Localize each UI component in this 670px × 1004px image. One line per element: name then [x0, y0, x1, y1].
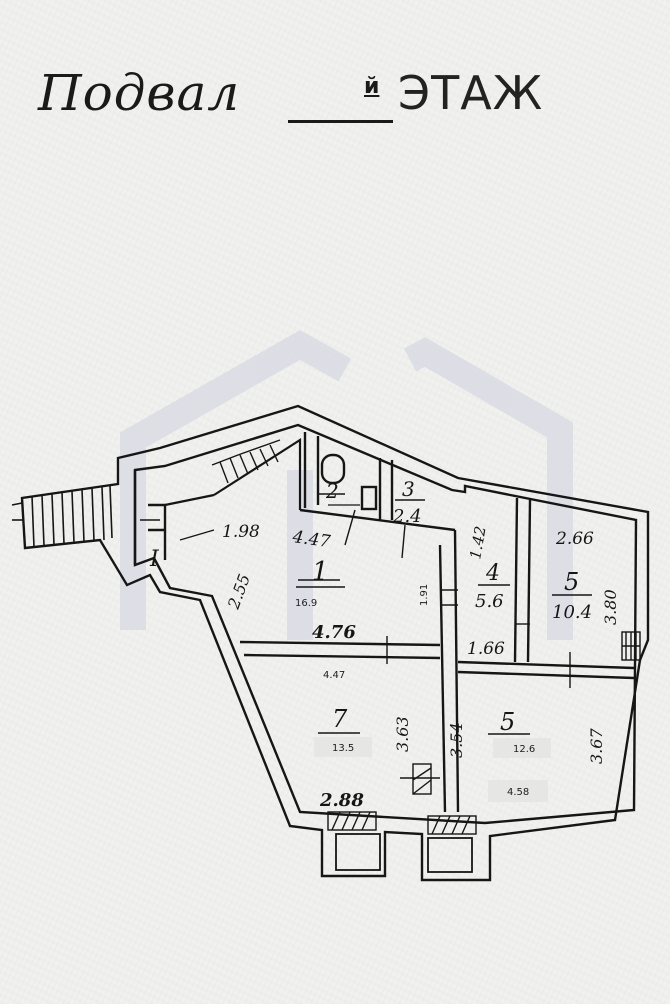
room-2-number: 2 — [325, 479, 339, 503]
title-suffix: й — [364, 74, 380, 99]
dimension-labels: 1.98 4.47 2.55 1.91 4.76 4.47 3.63 2.88 … — [222, 522, 620, 811]
room-labels: 1 16.9 2 3 2.4 4 5.6 5 10.4 5 12.6 7 13.… — [149, 477, 592, 758]
room-5-south-area: 12.6 — [513, 744, 535, 755]
room-7-area: 13.5 — [332, 743, 354, 754]
light-well-left — [335, 833, 381, 871]
dim-3-63: 3.63 — [393, 716, 412, 752]
room-5-south-number: 5 — [500, 708, 515, 736]
dim-4-76: 4.76 — [312, 622, 356, 643]
light-well-right — [427, 837, 473, 873]
dim-1-98: 1.98 — [222, 522, 260, 542]
room-5-south-area-box — [493, 738, 551, 758]
plan-walls — [11, 404, 650, 882]
room-1-number: 1 — [312, 557, 329, 587]
room-5-north-area: 10.4 — [552, 602, 592, 623]
room-7-number: 7 — [332, 705, 348, 733]
entrance-stairs — [11, 483, 119, 549]
room-3-number: 3 — [402, 477, 415, 501]
dim-3-67: 3.67 — [587, 728, 606, 764]
room-1-area: 16.9 — [295, 598, 317, 609]
dim-1-42: 1.42 — [466, 525, 490, 561]
dim-3-54: 3.54 — [447, 722, 466, 758]
dim-2-66: 2.66 — [555, 529, 594, 549]
sink-icon — [360, 485, 378, 511]
dim-1-91: 1.91 — [419, 584, 430, 606]
title-floor-label: ЭТАЖ — [398, 66, 544, 120]
room-5-north-number: 5 — [564, 568, 579, 596]
page-title: Подвал й ЭТАЖ — [38, 50, 638, 150]
window-openings — [327, 631, 641, 835]
dim-2-88: 2.88 — [319, 790, 364, 811]
title-handwritten: Подвал — [38, 64, 241, 122]
dim-4-47-mid: 4.47 — [323, 670, 345, 681]
room-3-area: 2.4 — [392, 506, 422, 527]
room-4-area: 5.6 — [475, 591, 504, 612]
toilet-icon — [320, 453, 346, 485]
floor-number-blank — [288, 120, 393, 123]
dim-2-55: 2.55 — [224, 571, 254, 612]
dim-4-58-box — [488, 780, 548, 802]
dim-1-66: 1.66 — [467, 639, 505, 659]
room-4-number: 4 — [485, 561, 500, 586]
inner-stairs — [211, 437, 302, 510]
dim-3-80: 3.80 — [601, 589, 620, 625]
dim-4-58: 4.58 — [507, 787, 529, 798]
room-i-number: I — [149, 547, 160, 572]
room-7-area-box — [314, 737, 372, 757]
outer-wall-inner — [133, 423, 638, 825]
outer-wall-outer — [20, 404, 650, 882]
